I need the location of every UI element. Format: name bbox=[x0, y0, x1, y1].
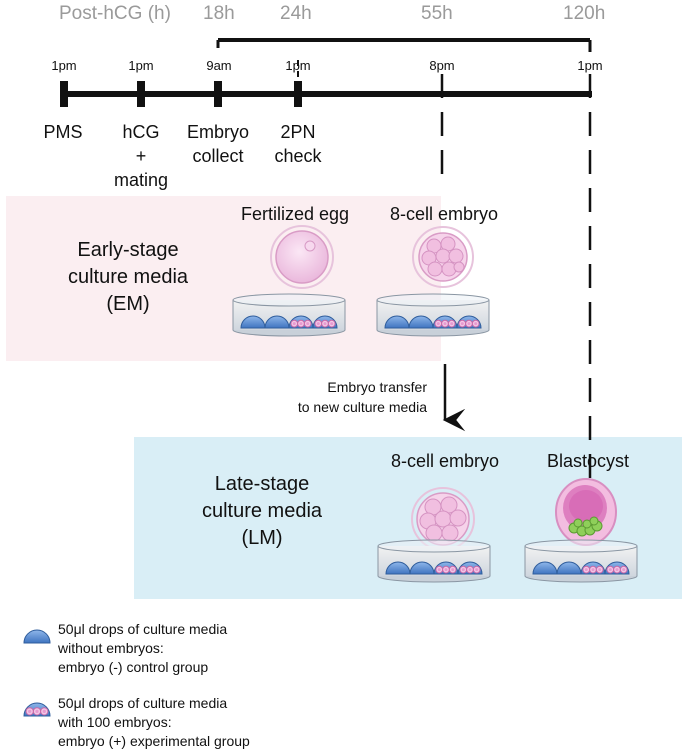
control-drop-icon bbox=[23, 629, 51, 644]
hour-120h: 120h bbox=[563, 3, 606, 24]
timeline-tick-2pn bbox=[294, 81, 302, 107]
em-title: Early-stage culture media (EM) bbox=[67, 239, 189, 315]
time-2pn: 1pm bbox=[285, 58, 311, 73]
time-collect: 9am bbox=[206, 58, 232, 73]
early-stage-panel bbox=[6, 196, 441, 361]
post-hcg-label: Post-hCG (h) bbox=[59, 3, 171, 24]
em-fertilized-egg-dish bbox=[232, 293, 346, 337]
eight-cell-embryo-icon bbox=[412, 226, 474, 288]
hour-18h: 18h bbox=[203, 3, 235, 24]
time-pms: 1pm bbox=[51, 58, 77, 73]
time-hcg: 1pm bbox=[128, 58, 154, 73]
em-eight-cell-dish bbox=[376, 293, 490, 337]
timeline-tick-hcg bbox=[137, 81, 145, 107]
hour-55h: 55h bbox=[421, 3, 453, 24]
lm-blastocyst-dish bbox=[524, 539, 638, 583]
legend-experimental: 50μl drops of culture media with 100 emb… bbox=[58, 695, 250, 749]
timeline-tick-pms bbox=[60, 81, 68, 107]
hour-24h: 24h bbox=[280, 3, 312, 24]
lm-eight-cell-embryo-icon bbox=[411, 487, 475, 551]
event-2pn-check: 2PN check bbox=[274, 122, 322, 166]
em-stage-8-cell: 8-cell embryo bbox=[389, 204, 499, 224]
time-55h: 8pm bbox=[429, 58, 455, 73]
lm-stage-blastocyst: Blastocyst bbox=[546, 451, 630, 471]
em-stage-fertilized-egg: Fertilized egg bbox=[240, 204, 350, 224]
event-pms: PMS bbox=[43, 122, 83, 142]
embryo-drop-icon bbox=[23, 702, 51, 717]
timeline-tick-collect bbox=[214, 81, 222, 107]
time-120h: 1pm bbox=[577, 58, 603, 73]
blastocyst-icon bbox=[555, 478, 617, 546]
legend-control: 50μl drops of culture media without embr… bbox=[58, 621, 228, 675]
transfer-label: Embryo transfer to new culture media bbox=[297, 379, 427, 415]
lm-stage-8-cell: 8-cell embryo bbox=[390, 451, 500, 471]
event-embryo-collect: Embryo collect bbox=[186, 122, 250, 166]
lm-eight-cell-dish bbox=[377, 539, 491, 583]
event-hcg-mating: hCG + mating bbox=[113, 122, 169, 190]
fertilized-egg-icon bbox=[270, 225, 334, 289]
lm-title: Late-stage culture media (LM) bbox=[201, 473, 323, 549]
